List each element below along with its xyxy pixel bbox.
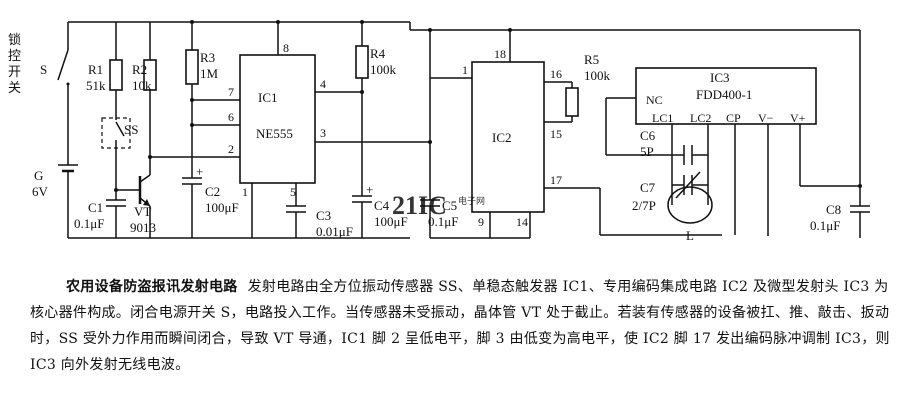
resistor-r2: R2 10k — [132, 22, 157, 175]
capacitor-c1: C1 0.1μF — [74, 175, 126, 238]
capacitor-c2: + C2 100μF — [182, 164, 239, 238]
vibration-sensor-ss: SS — [101, 117, 138, 175]
ic3-pin-vp: V+ — [790, 111, 806, 125]
ic1-part: NE555 — [256, 126, 293, 141]
antenna-coil-l: L — [667, 186, 713, 243]
r3-name: R3 — [200, 50, 215, 65]
switch-caption-char-3: 开 — [8, 64, 21, 79]
c8-name: C8 — [826, 202, 841, 217]
ic3-pin-nc: NC — [646, 93, 663, 107]
watermark-sub: 电子网 — [458, 195, 485, 206]
vt-value: 9013 — [130, 220, 156, 235]
ss-label: SS — [124, 122, 138, 137]
r5-name: R5 — [584, 52, 599, 67]
ic3-pin-cp: CP — [726, 111, 741, 125]
r4-value: 100k — [370, 62, 397, 77]
c3-value: 0.01μF — [316, 224, 353, 239]
r2-value: 10k — [132, 78, 152, 93]
ic1-pin6: 6 — [228, 110, 234, 124]
coil-name: L — [686, 228, 694, 243]
c3-name: C3 — [316, 208, 331, 223]
ic3-pin-vm: V− — [758, 111, 774, 125]
ic2-pin18: 18 — [494, 47, 506, 61]
lock-switch: S 锁 控 开 关 — [8, 22, 70, 165]
c6-name: C6 — [640, 128, 656, 143]
top-supply-rail — [68, 21, 411, 30]
switch-caption-char-2: 控 — [8, 48, 21, 63]
battery-value: 6V — [32, 184, 49, 199]
r2-name: R2 — [132, 62, 147, 77]
c5-name: C5 — [442, 198, 457, 213]
trimmer-capacitor-c7: C7 2/7P — [632, 171, 708, 213]
c1-value: 0.1μF — [74, 216, 104, 231]
ic3-name: IC3 — [710, 70, 730, 85]
capacitor-c4: + C4 100μF — [352, 182, 408, 238]
ic1-pin1: 1 — [242, 185, 248, 199]
ic2-pin9: 9 — [478, 215, 484, 229]
r1-name: R1 — [88, 62, 103, 77]
ic2-pin15: 15 — [550, 127, 562, 141]
c2-value: 100μF — [205, 200, 239, 215]
ic1-ne555: IC1 NE555 8 7 6 2 4 3 1 5 — [150, 20, 430, 238]
c7-value: 2/7P — [632, 198, 656, 213]
c4-name: C4 — [374, 198, 390, 213]
switch-label: S — [40, 62, 47, 77]
resistor-r4: R4 100k — [355, 20, 397, 196]
capacitor-c3: C3 0.01μF — [286, 205, 353, 239]
r1-value: 51k — [86, 78, 106, 93]
ic3-pin-lc2: LC2 — [690, 111, 711, 125]
c8-value: 0.1μF — [810, 218, 840, 233]
transistor-vt: VT 9013 — [116, 174, 156, 238]
c6-value: 5P — [640, 144, 654, 159]
resistor-r3: R3 1M — [185, 20, 219, 178]
caption-body: 发射电路由全方位振动传感器 SS、单稳态触发器 IC1、专用编码集成电路 IC2… — [30, 279, 890, 373]
ic3-pin-lc1: LC1 — [652, 111, 673, 125]
watermark-main: 21IC — [392, 191, 447, 220]
ic3-part: FDD400-1 — [696, 87, 752, 102]
ic1-name: IC1 — [258, 90, 278, 105]
c2-name: C2 — [205, 184, 220, 199]
c7-name: C7 — [640, 180, 656, 195]
c5-value: 0.1μF — [428, 214, 458, 229]
ic3-transmitter: IC3 FDD400-1 NC LC1 LC2 CP V− V+ — [605, 67, 862, 236]
resistor-r5: R5 100k — [565, 52, 611, 122]
caption-paragraph: 农用设备防盗报讯发射电路发射电路由全方位振动传感器 SS、单稳态触发器 IC1、… — [30, 274, 890, 378]
r5-value: 100k — [584, 68, 611, 83]
ic1-pin8: 8 — [283, 41, 289, 55]
battery-g: G 6V — [32, 164, 78, 238]
r4-name: R4 — [370, 46, 386, 61]
ic2-pin14: 14 — [516, 215, 528, 229]
ic2-encoder: IC2 18 1 16 15 17 9 14 — [410, 28, 860, 238]
vt-name: VT — [134, 204, 151, 219]
site-watermark: 21IC 电子网 — [392, 191, 485, 220]
c4-value: 100μF — [374, 214, 408, 229]
ic2-pin16: 16 — [550, 67, 562, 81]
capacitor-c5: C5 0.1μF — [420, 140, 458, 238]
capacitor-c6: C6 5P — [640, 128, 708, 165]
battery-name: G — [34, 168, 43, 183]
caption-title: 农用设备防盗报讯发射电路 — [66, 279, 238, 295]
ic1-pin4: 4 — [320, 77, 326, 91]
r3-value: 1M — [200, 66, 219, 81]
ic1-pin2: 2 — [228, 142, 234, 156]
switch-caption-char-4: 关 — [8, 80, 21, 95]
ic2-pin17: 17 — [550, 173, 562, 187]
capacitor-c8: C8 0.1μF — [810, 30, 870, 238]
figure-caption: 农用设备防盗报讯发射电路发射电路由全方位振动传感器 SS、单稳态触发器 IC1、… — [30, 274, 890, 378]
c1-name: C1 — [88, 200, 103, 215]
ic1-pin3: 3 — [320, 126, 326, 140]
c4-polarity: + — [366, 182, 373, 197]
c2-polarity: + — [196, 164, 203, 179]
ic1-pin7: 7 — [228, 85, 234, 99]
ic1-pin5: 5 — [290, 185, 296, 199]
switch-caption-char-1: 锁 — [8, 32, 21, 47]
ic2-pin1: 1 — [462, 63, 468, 77]
circuit-schematic: S 锁 控 开 关 G 6V R1 51k SS C1 0.1μF — [8, 20, 870, 243]
ic2-name: IC2 — [492, 130, 512, 145]
resistor-r1: R1 51k — [86, 22, 123, 120]
